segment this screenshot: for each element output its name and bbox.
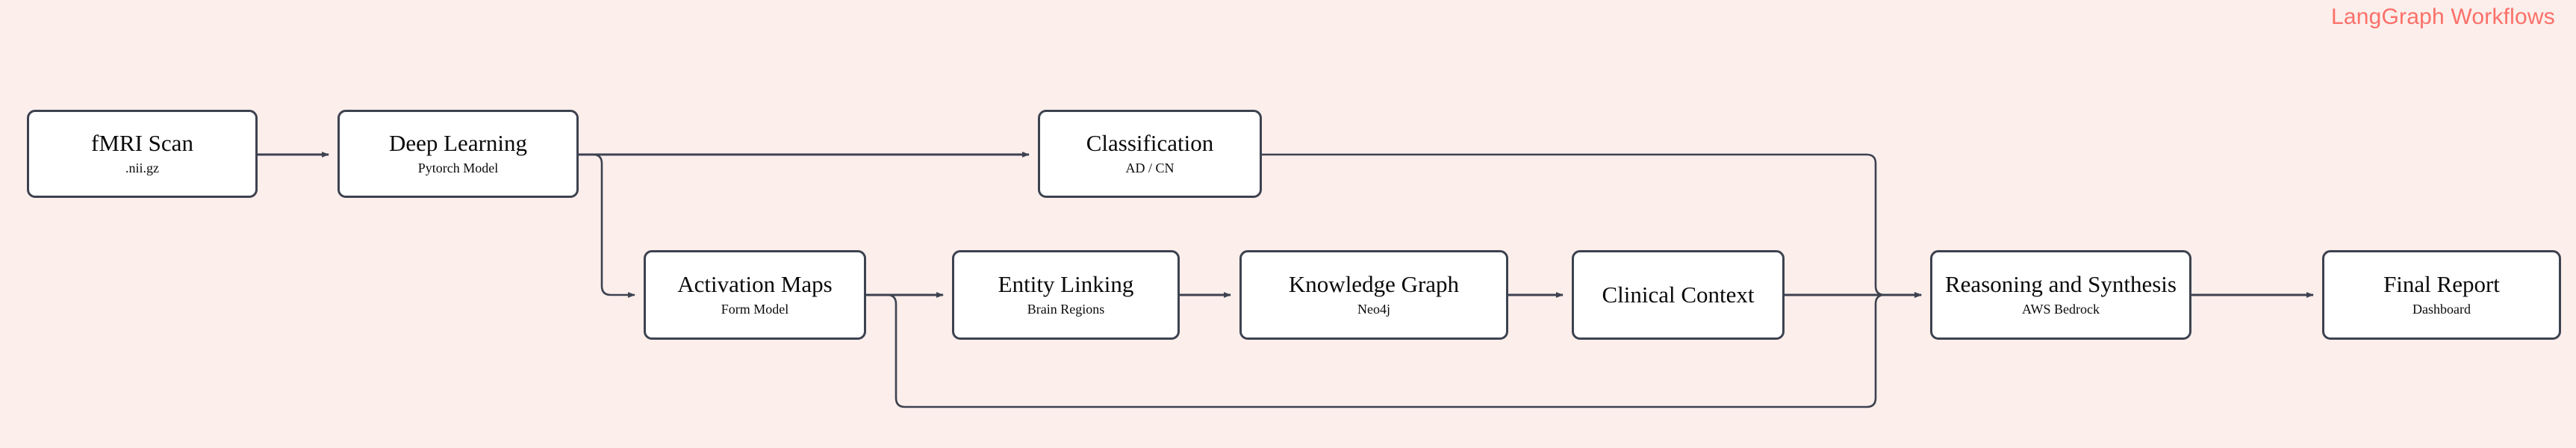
node-deep-learning[interactable]: Deep Learning Pytorch Model [337,110,579,198]
node-classification[interactable]: Classification AD / CN [1038,110,1262,198]
edge-activation-maps-to-reasoning-loop [866,292,1923,408]
node-title: fMRI Scan [91,130,193,157]
node-subtitle: Brain Regions [1027,301,1105,317]
node-title: Activation Maps [677,271,833,298]
node-subtitle: Neo4j [1357,301,1390,317]
node-activation-maps[interactable]: Activation Maps Form Model [644,250,866,340]
node-final-report[interactable]: Final Report Dashboard [2322,250,2561,340]
node-fmri-scan[interactable]: fMRI Scan .nii.gz [27,110,258,198]
node-title: Reasoning and Synthesis [1945,271,2177,298]
watermark-label: LangGraph Workflows [2330,4,2555,29]
node-knowledge-graph[interactable]: Knowledge Graph Neo4j [1239,250,1508,340]
node-subtitle: AWS Bedrock [2021,301,2100,317]
node-title: Entity Linking [998,271,1134,298]
node-subtitle: .nii.gz [125,160,159,175]
node-title: Final Report [2383,271,2500,298]
node-title: Deep Learning [388,130,528,157]
node-title: Classification [1086,130,1214,157]
node-subtitle: AD / CN [1125,160,1175,175]
node-entity-linking[interactable]: Entity Linking Brain Regions [952,250,1180,340]
node-title: Clinical Context [1602,281,1755,308]
node-clinical-context[interactable]: Clinical Context [1572,250,1785,340]
node-subtitle: Pytorch Model [417,160,499,175]
node-subtitle: Form Model [721,301,789,317]
node-reasoning-and-synthesis[interactable]: Reasoning and Synthesis AWS Bedrock [1930,250,2191,340]
node-title: Knowledge Graph [1288,271,1460,298]
edge-deep-to-activation-maps [579,153,636,299]
node-subtitle: Dashboard [2412,301,2471,317]
